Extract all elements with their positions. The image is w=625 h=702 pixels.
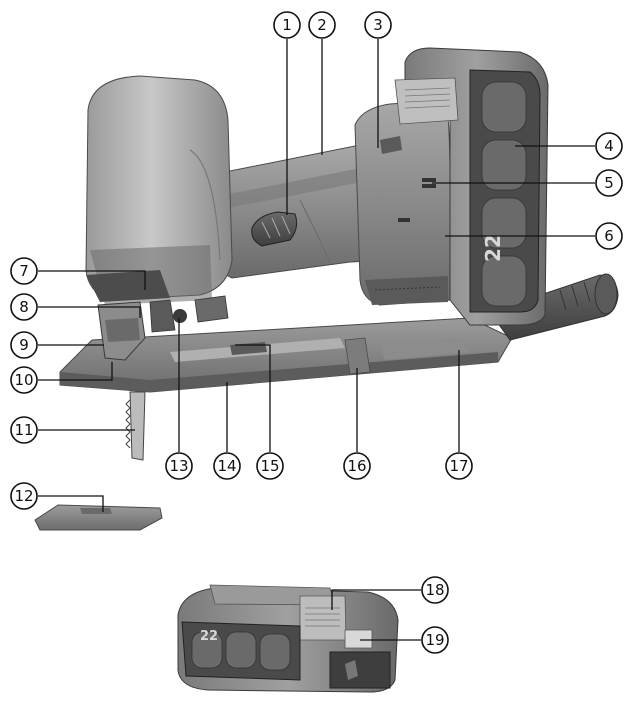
callout-6: 6 [595,222,623,250]
callout-label-4: 4 [604,137,614,155]
callout-label-9: 9 [19,336,29,354]
leader-18 [331,589,421,610]
callout-13: 13 [165,452,193,480]
callout-ring-4 [595,132,623,160]
callout-label-11: 11 [14,421,33,439]
leader-8 [38,306,141,318]
battery-pack-separate: 22 [177,584,399,693]
callout-label-19: 19 [425,631,444,649]
callout-ring-10 [10,366,38,394]
callout-ring-3 [364,11,392,39]
callout-ring-8 [10,293,38,321]
leader-10 [38,362,113,381]
callout-ring-6 [595,222,623,250]
callout-label-8: 8 [19,298,29,316]
callout-14: 14 [213,452,241,480]
trigger-switch [251,211,298,247]
callout-18: 18 [421,576,449,604]
callout-ring-18 [421,576,449,604]
callout-7: 7 [10,257,38,285]
callout-label-6: 6 [604,227,614,245]
callout-19: 19 [421,626,449,654]
callout-label-7: 7 [19,262,29,280]
callout-ring-5 [595,169,623,197]
callout-ring-15 [256,452,284,480]
front-head [85,75,233,305]
jigsaw-tool: 22 [59,47,619,461]
battery-pack-text: 22 [200,629,218,644]
callout-label-10: 10 [14,371,33,389]
callout-9: 9 [10,331,38,359]
saw-blade [125,391,146,461]
callout-label-1: 1 [282,16,292,34]
callout-label-14: 14 [217,457,236,475]
callout-10: 10 [10,366,38,394]
blade-holder [97,295,267,361]
callout-label-17: 17 [449,457,468,475]
callout-ring-12 [10,482,38,510]
callout-17: 17 [445,452,473,480]
base-plate [59,317,513,393]
leader-15 [235,344,271,452]
callout-ring-19 [421,626,449,654]
callout-ring-1 [273,11,301,39]
callout-label-12: 12 [14,487,33,505]
callout-label-2: 2 [317,16,327,34]
callout-label-5: 5 [604,174,614,192]
leader-7 [38,270,146,290]
callout-label-13: 13 [169,457,188,475]
leader-12 [38,495,104,512]
battery-receptacle [354,99,451,306]
callout-16: 16 [343,452,371,480]
callout-ring-13 [165,452,193,480]
callout-label-16: 16 [347,457,366,475]
callout-label-18: 18 [425,581,444,599]
callout-1: 1 [273,11,301,39]
callout-5: 5 [595,169,623,197]
callout-label-15: 15 [260,457,279,475]
callout-ring-9 [10,331,38,359]
callout-3: 3 [364,11,392,39]
callout-11: 11 [10,416,38,444]
callout-label-3: 3 [373,16,383,34]
battery-body-text: 22 [481,234,505,262]
callout-4: 4 [595,132,623,160]
callout-ring-2 [308,11,336,39]
callout-8: 8 [10,293,38,321]
callout-ring-17 [445,452,473,480]
callout-ring-7 [10,257,38,285]
callout-ring-11 [10,416,38,444]
callout-12: 12 [10,482,38,510]
callout-15: 15 [256,452,284,480]
callout-2: 2 [308,11,336,39]
leader-lines [38,39,595,641]
callout-ring-14 [213,452,241,480]
base-plate-cover [34,504,163,531]
callout-ring-16 [343,452,371,480]
